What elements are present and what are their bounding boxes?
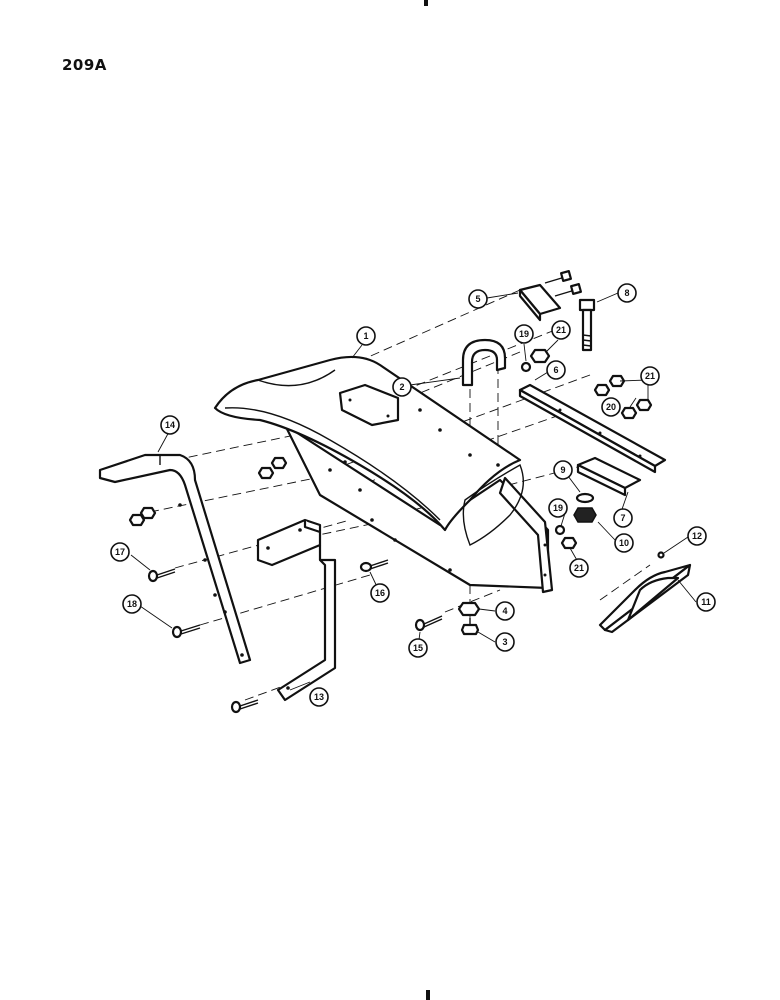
svg-text:6: 6 <box>553 365 558 375</box>
svg-text:16: 16 <box>375 588 385 598</box>
callout-21b: 21 <box>640 366 660 386</box>
fender <box>213 355 554 594</box>
grab-handle <box>461 338 507 387</box>
washer-and-nut <box>573 492 597 523</box>
callout-4: 4 <box>495 601 515 621</box>
svg-text:2: 2 <box>399 382 404 392</box>
svg-text:9: 9 <box>560 465 565 475</box>
page-code: 209A <box>62 56 107 74</box>
svg-text:10: 10 <box>619 538 629 548</box>
svg-text:1: 1 <box>363 331 368 341</box>
callout-10: 10 <box>614 533 634 553</box>
bottom-edge-mark <box>426 990 430 1000</box>
svg-text:5: 5 <box>475 294 480 304</box>
clamp-plate <box>518 270 582 322</box>
callout-15: 15 <box>408 638 428 658</box>
bottom-fasteners <box>457 601 481 636</box>
svg-text:11: 11 <box>701 597 711 607</box>
svg-text:8: 8 <box>624 288 629 298</box>
callout-18: 18 <box>122 594 142 614</box>
callout-13: 13 <box>309 687 329 707</box>
callout-9: 9 <box>553 460 573 480</box>
support-bar <box>518 383 667 474</box>
svg-text:19: 19 <box>553 503 563 513</box>
callout-16: 16 <box>370 583 390 603</box>
svg-text:15: 15 <box>413 643 423 653</box>
svg-text:19: 19 <box>519 329 529 339</box>
callout-3: 3 <box>495 632 515 652</box>
bolts <box>147 559 443 714</box>
leader-lines <box>130 292 697 691</box>
svg-text:21: 21 <box>645 371 655 381</box>
callout-14: 14 <box>160 415 180 435</box>
small-nuts <box>128 348 653 550</box>
svg-text:12: 12 <box>692 531 702 541</box>
alignment-lines <box>149 289 651 701</box>
svg-text:20: 20 <box>606 402 616 412</box>
svg-text:14: 14 <box>165 420 175 430</box>
callout-19b: 19 <box>548 498 568 518</box>
callout-17: 17 <box>110 542 130 562</box>
end-guard <box>598 551 692 634</box>
svg-text:3: 3 <box>502 637 507 647</box>
callout-8: 8 <box>617 283 637 303</box>
svg-text:21: 21 <box>556 325 566 335</box>
svg-text:21: 21 <box>574 563 584 573</box>
svg-text:13: 13 <box>314 692 324 702</box>
left-support <box>98 453 252 665</box>
svg-text:7: 7 <box>620 513 625 523</box>
svg-text:4: 4 <box>502 606 507 616</box>
callout-20: 20 <box>601 397 621 417</box>
callout-21a: 21 <box>551 320 571 340</box>
callout-2: 2 <box>392 377 412 397</box>
callout-19a: 19 <box>514 324 534 344</box>
callout-7: 7 <box>613 508 633 528</box>
callout-5: 5 <box>468 289 488 309</box>
callout-12: 12 <box>687 526 707 546</box>
callout-11: 11 <box>696 592 716 612</box>
mounting-plate <box>576 456 642 497</box>
callout-1: 1 <box>356 326 376 346</box>
svg-text:17: 17 <box>115 547 125 557</box>
svg-text:18: 18 <box>127 599 137 609</box>
callout-6: 6 <box>546 360 566 380</box>
top-edge-mark <box>424 0 428 6</box>
front-bracket <box>256 518 337 702</box>
callout-21c: 21 <box>569 558 589 578</box>
long-bolt <box>578 298 596 352</box>
